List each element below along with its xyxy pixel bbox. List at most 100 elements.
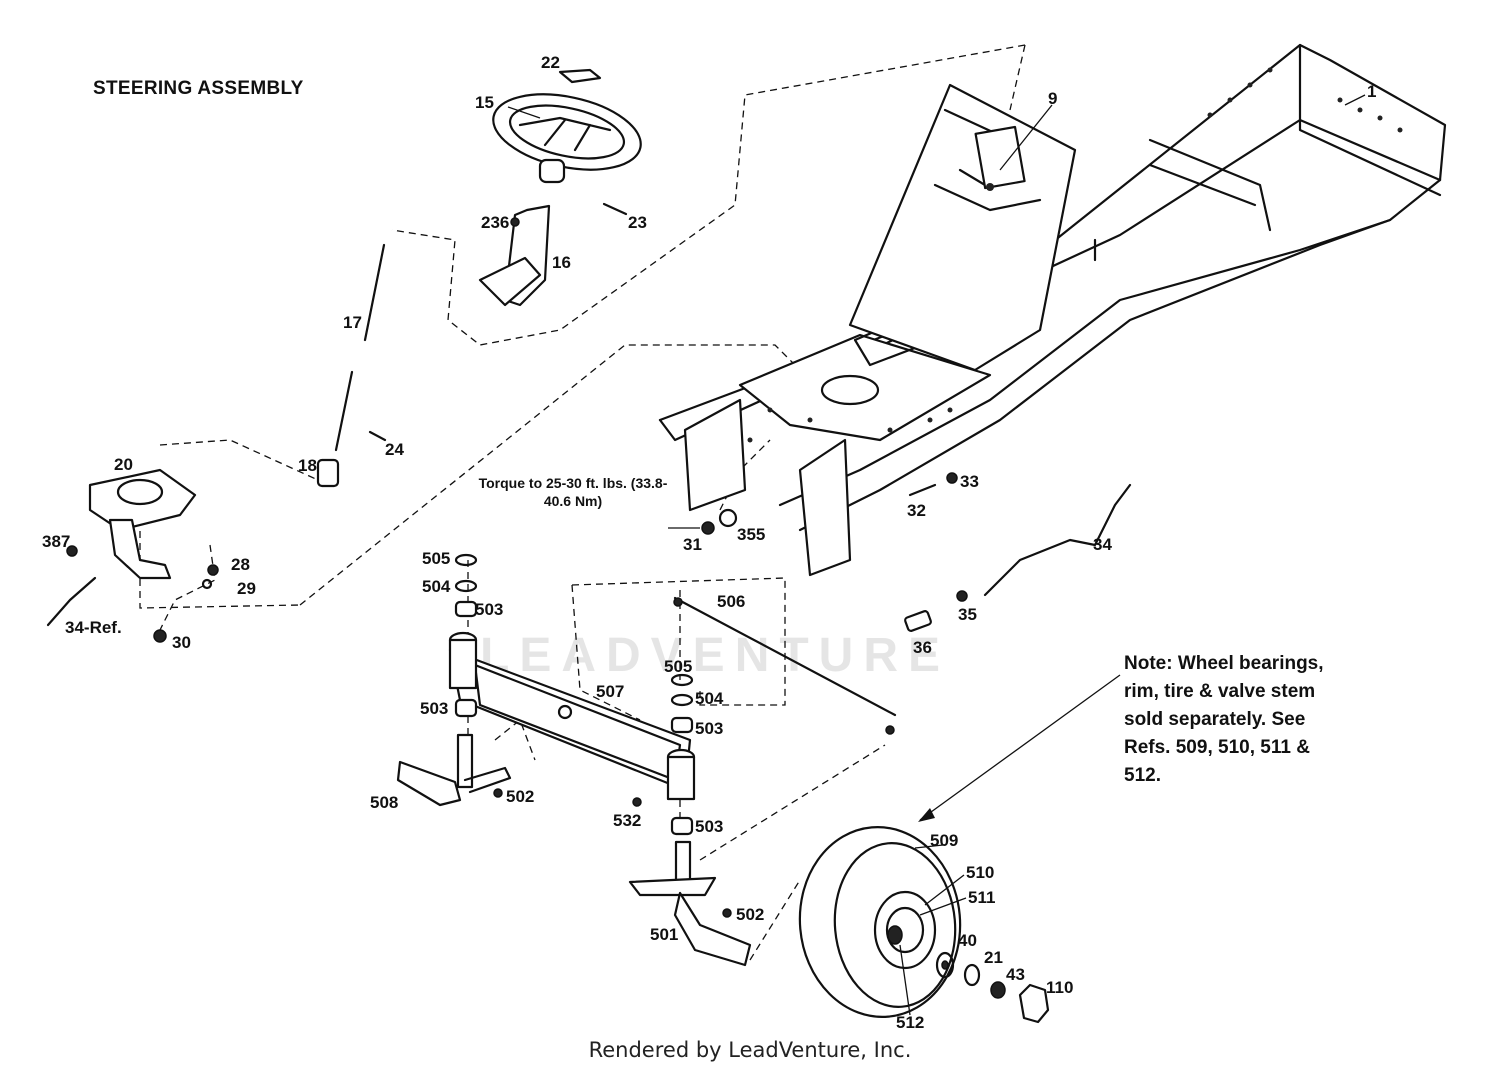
callout-511: 511 <box>968 888 995 907</box>
callout-33: 33 <box>960 472 979 491</box>
steering-column-16 <box>478 204 551 307</box>
washer-505-right <box>670 673 694 687</box>
callout-503-a: 503 <box>475 600 503 619</box>
front-wheel-509 <box>798 826 1050 1024</box>
nut-502-right <box>722 908 732 918</box>
callout-29: 29 <box>237 579 256 598</box>
bolt-32 <box>908 483 937 497</box>
callout-505-a: 505 <box>422 549 450 568</box>
callout-28: 28 <box>231 555 250 574</box>
callout-34: 34 <box>1093 535 1112 554</box>
callout-506: 506 <box>717 592 745 611</box>
leader-lines <box>507 94 1366 1016</box>
spindle-36 <box>904 610 932 632</box>
callout-236: 236 <box>481 213 509 232</box>
callout-20: 20 <box>114 455 133 474</box>
washer-355 <box>718 508 738 528</box>
callout-21: 21 <box>984 948 1003 967</box>
washer-505-left <box>454 553 478 567</box>
drag-link-34 <box>904 483 1132 632</box>
bushings-washers <box>454 553 694 836</box>
main-frame-1 <box>658 43 1447 577</box>
nut-28 <box>207 564 219 576</box>
callout-17: 17 <box>343 313 362 332</box>
bushing-503-left-top <box>454 600 478 618</box>
callout-355: 355 <box>737 525 765 544</box>
front-axle-507 <box>448 631 696 801</box>
callout-505-b: 505 <box>664 657 692 676</box>
callout-503-b: 503 <box>420 699 448 718</box>
nut-502-left <box>493 788 503 798</box>
bushing-503-left-bottom <box>454 698 478 718</box>
steering-wheel-15 <box>492 93 642 171</box>
drag-link-ref <box>46 576 97 627</box>
e-ring-43 <box>990 981 1006 999</box>
callout-503-c: 503 <box>695 719 723 738</box>
callout-24: 24 <box>385 440 404 459</box>
bushing-18 <box>316 458 340 488</box>
callout-504-a: 504 <box>422 577 451 596</box>
callout-503-d: 503 <box>695 817 723 836</box>
steering-wheel-cap-22 <box>558 68 602 84</box>
hub-cap-110 <box>1018 983 1050 1024</box>
callout-34-ref: 34-Ref. <box>65 618 122 637</box>
callout-15: 15 <box>475 93 494 112</box>
callout-22: 22 <box>541 53 560 72</box>
callout-40: 40 <box>958 931 977 950</box>
pin-24 <box>368 430 387 442</box>
callout-502-left: 502 <box>506 787 534 806</box>
washer-504-right <box>670 693 694 707</box>
callout-32: 32 <box>907 501 926 520</box>
assembly-dashed-lines <box>139 44 1026 961</box>
callout-16: 16 <box>552 253 571 272</box>
callout-18: 18 <box>298 456 317 475</box>
callout-502-right: 502 <box>736 905 764 924</box>
callout-509: 509 <box>930 831 958 850</box>
callout-532: 532 <box>613 811 641 830</box>
callout-110: 110 <box>1046 978 1073 997</box>
washer-40 <box>935 951 955 979</box>
tie-rod-506 <box>673 596 897 735</box>
wheel-note: Note: Wheel bearings, rim, tire & valve … <box>1124 653 1324 786</box>
callout-510: 510 <box>966 863 994 882</box>
bushing-503-right-bottom <box>670 816 694 836</box>
callout-labels: 1 9 15 16 17 18 20 21 22 23 24 28 29 30 … <box>42 53 1376 1032</box>
valve-stem-512 <box>887 925 903 945</box>
callout-9: 9 <box>1048 89 1057 108</box>
callout-30: 30 <box>172 633 191 652</box>
callout-43: 43 <box>1006 965 1025 984</box>
callout-35: 35 <box>958 605 977 624</box>
torque-note: Torque to 25-30 ft. lbs. (33.8-40.6 Nm) <box>478 475 668 509</box>
callout-36: 36 <box>913 638 932 657</box>
bearing-511 <box>885 906 925 954</box>
callout-507: 507 <box>596 682 624 701</box>
washer-29 <box>201 578 213 590</box>
grease-fitting-532 <box>632 797 642 807</box>
callout-512: 512 <box>896 1013 924 1032</box>
diagram-title: STEERING ASSEMBLY <box>93 78 304 99</box>
bushing-503-right-top <box>670 716 694 734</box>
nut-35 <box>956 590 968 602</box>
spindle-501 <box>628 840 752 967</box>
washer-504-left <box>454 579 478 593</box>
callout-504-b: 504 <box>695 689 724 708</box>
bolt-236 <box>510 217 520 227</box>
bolt-387 <box>66 545 78 557</box>
nut-31 <box>701 521 715 535</box>
washer-21 <box>963 963 981 987</box>
callout-387: 387 <box>42 532 70 551</box>
steering-shaft-17 <box>316 243 387 488</box>
footer-credit: Rendered by LeadVenture, Inc. <box>588 1038 912 1062</box>
watermark: LEADVENTURE <box>480 629 951 682</box>
nut-30 <box>153 629 167 643</box>
steering-gear-20 <box>46 468 219 643</box>
spindle-508 <box>396 733 512 807</box>
rim-510 <box>873 890 937 970</box>
callout-501: 501 <box>650 925 678 944</box>
key-switch-bracket-9 <box>974 125 1026 190</box>
roll-pin-23 <box>602 202 628 216</box>
steering-wheel-group <box>492 68 642 216</box>
callout-508: 508 <box>370 793 398 812</box>
